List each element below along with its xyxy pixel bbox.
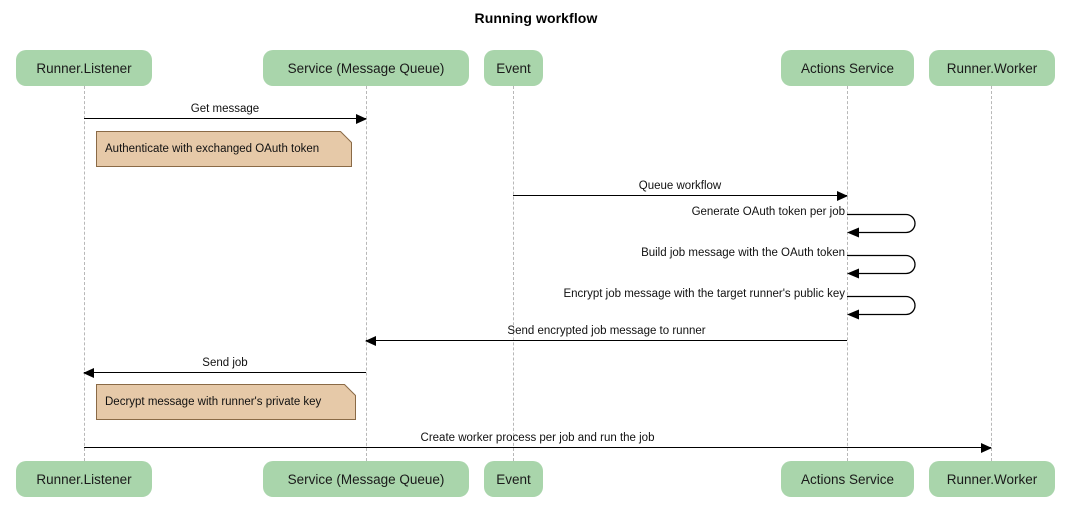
self-call-generate-oauth-token-per-job — [847, 213, 919, 244]
participant-label: Actions Service — [800, 471, 895, 487]
message-label-send-job: Send job — [202, 357, 248, 369]
message-send-job: Send job — [83, 357, 366, 378]
self-call-build-job-message — [847, 254, 919, 285]
participant-label: Actions Service — [800, 60, 895, 76]
lifeline-service-mq — [366, 86, 367, 461]
note-folded-corner-icon — [344, 384, 356, 396]
message-label-build-job-message: Build job message with the OAuth token — [641, 247, 845, 259]
lifeline-event — [513, 86, 514, 461]
lifeline-runner-worker — [991, 86, 992, 461]
message-create-worker-process: Create worker process per job and run th… — [84, 432, 992, 453]
participant-runner-listener-top[interactable]: Runner.Listener — [16, 50, 152, 86]
message-label-generate-oauth-token-per-job: Generate OAuth token per job — [691, 206, 845, 218]
participant-label: Event — [496, 471, 531, 487]
message-get-message: Get message — [84, 103, 367, 124]
self-call-encrypt-job-message — [847, 295, 919, 326]
lifeline-runner-listener — [84, 86, 85, 461]
message-label-create-worker-process: Create worker process per job and run th… — [420, 432, 655, 444]
message-label-queue-workflow: Queue workflow — [638, 180, 722, 192]
note-authenticate: Authenticate with exchanged OAuth token — [96, 131, 352, 167]
note-text: Authenticate with exchanged OAuth token — [105, 143, 320, 155]
participant-label: Runner.Worker — [946, 471, 1038, 487]
note-text: Decrypt message with runner's private ke… — [105, 396, 322, 408]
message-send-encrypted-job-message: Send encrypted job message to runner — [365, 325, 847, 346]
arrowhead-right-icon — [356, 114, 367, 124]
participant-actions-service-top[interactable]: Actions Service — [781, 50, 914, 86]
message-label-get-message: Get message — [190, 103, 260, 115]
page-title: Running workflow — [474, 10, 598, 26]
participant-label: Service (Message Queue) — [287, 60, 445, 76]
participant-label: Runner.Listener — [36, 60, 132, 76]
message-label-encrypt-job-message: Encrypt job message with the target runn… — [563, 288, 845, 300]
participant-runner-listener-bottom[interactable]: Runner.Listener — [16, 461, 152, 497]
participant-label: Runner.Listener — [36, 471, 132, 487]
participant-event-top[interactable]: Event — [484, 50, 543, 86]
note-folded-corner-icon — [340, 131, 352, 143]
arrowhead-right-icon — [837, 191, 848, 201]
participant-label: Service (Message Queue) — [287, 471, 445, 487]
participant-service-mq-top[interactable]: Service (Message Queue) — [263, 50, 469, 86]
arrowhead-left-icon — [365, 336, 376, 346]
arrowhead-right-icon — [981, 443, 992, 453]
message-queue-workflow: Queue workflow — [513, 180, 848, 201]
note-decrypt: Decrypt message with runner's private ke… — [96, 384, 356, 420]
participant-actions-service-bottom[interactable]: Actions Service — [781, 461, 914, 497]
participant-event-bottom[interactable]: Event — [484, 461, 543, 497]
participant-label: Event — [496, 60, 531, 76]
arrowhead-left-icon — [83, 368, 94, 378]
participant-runner-worker-bottom[interactable]: Runner.Worker — [929, 461, 1055, 497]
participant-runner-worker-top[interactable]: Runner.Worker — [929, 50, 1055, 86]
participant-label: Runner.Worker — [946, 60, 1038, 76]
participant-service-mq-bottom[interactable]: Service (Message Queue) — [263, 461, 469, 497]
message-label-send-encrypted-job-message: Send encrypted job message to runner — [507, 325, 706, 337]
